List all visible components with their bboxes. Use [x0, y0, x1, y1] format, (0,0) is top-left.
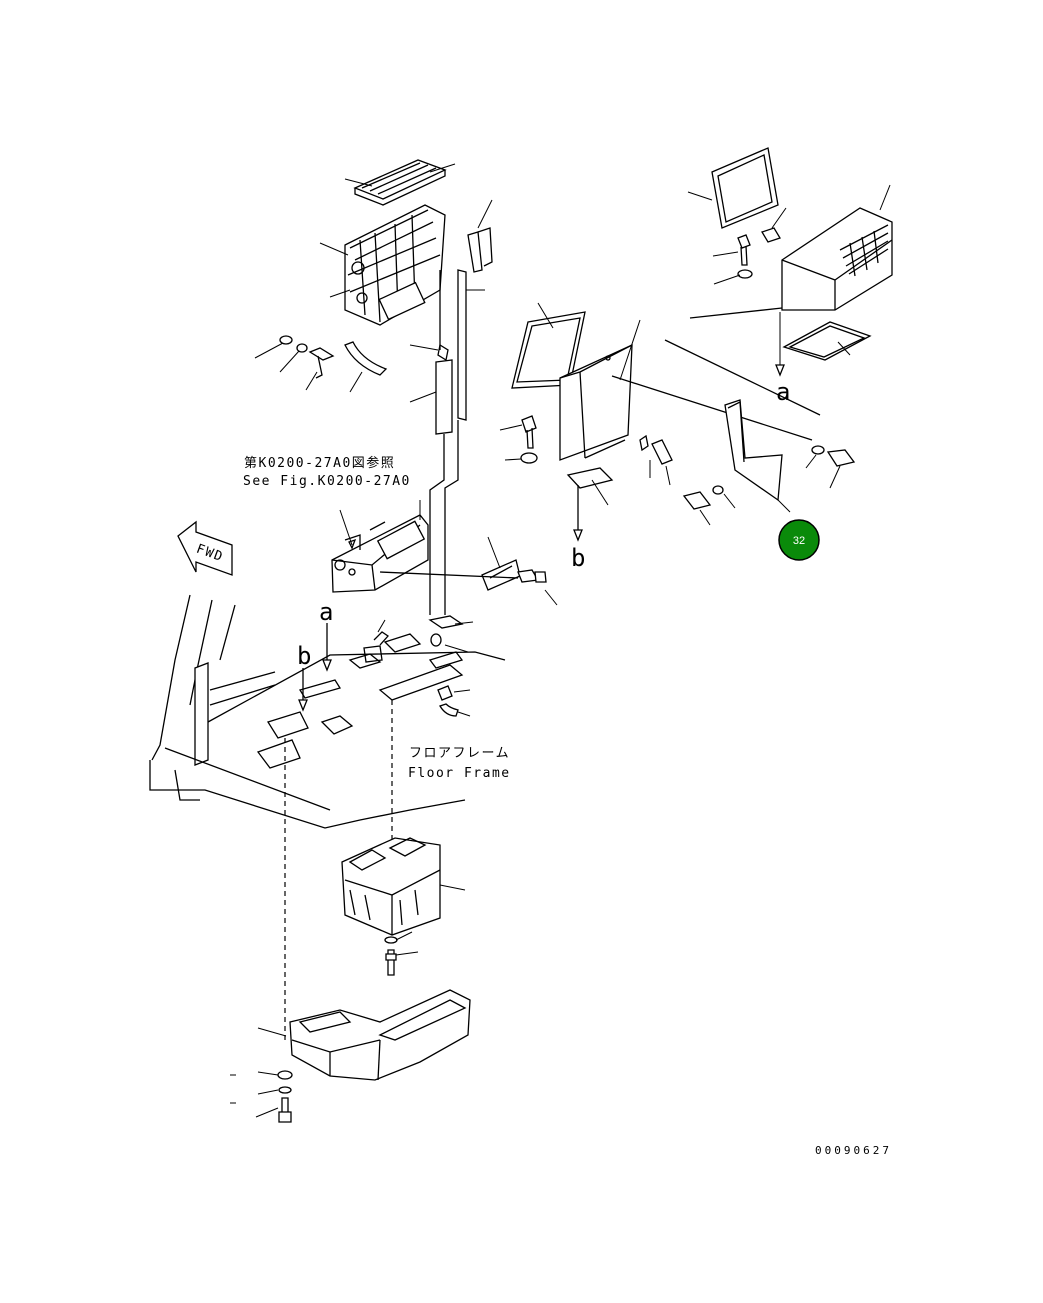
view-arrows-floor — [298, 623, 332, 712]
outer-air-case — [775, 184, 893, 377]
lower-blower-unit — [341, 837, 466, 976]
control-panel-unit — [331, 500, 429, 593]
view-marker-a-floor: a — [319, 598, 333, 626]
callout-badge[interactable]: 32 — [778, 519, 820, 561]
document-number: 00090627 — [815, 1144, 892, 1157]
upper-right-filter — [687, 147, 779, 229]
forward-arrow-icon: FWD — [177, 520, 233, 576]
reference-jp: 第K0200-27A0図参照 — [244, 455, 395, 471]
callout-badge-circle[interactable] — [778, 519, 820, 561]
heater-mount-hardware — [254, 335, 335, 391]
heater-core-unit — [319, 204, 446, 326]
heater-hose-pipe — [344, 199, 493, 615]
view-marker-a-right: a — [776, 378, 790, 406]
floor-frame-label-en: Floor Frame — [408, 766, 511, 781]
center-duct-cover — [559, 319, 813, 542]
lower-air-duct — [230, 989, 471, 1123]
side-switch-module — [379, 536, 558, 606]
floor-frame — [149, 594, 506, 829]
top-air-filter — [344, 159, 456, 206]
callout-badge-number[interactable]: 32 — [793, 535, 805, 547]
upper-right-bolts — [664, 207, 821, 416]
mounting-bracket — [682, 399, 856, 526]
center-bolts — [499, 415, 673, 486]
view-marker-b-floor: b — [297, 642, 311, 670]
reference-en: See Fig.K0200-27A0 — [243, 474, 411, 489]
view-marker-b-center: b — [571, 544, 585, 572]
floor-frame-label-jp: フロアフレーム — [409, 746, 510, 761]
pipe-clamps — [428, 615, 474, 717]
